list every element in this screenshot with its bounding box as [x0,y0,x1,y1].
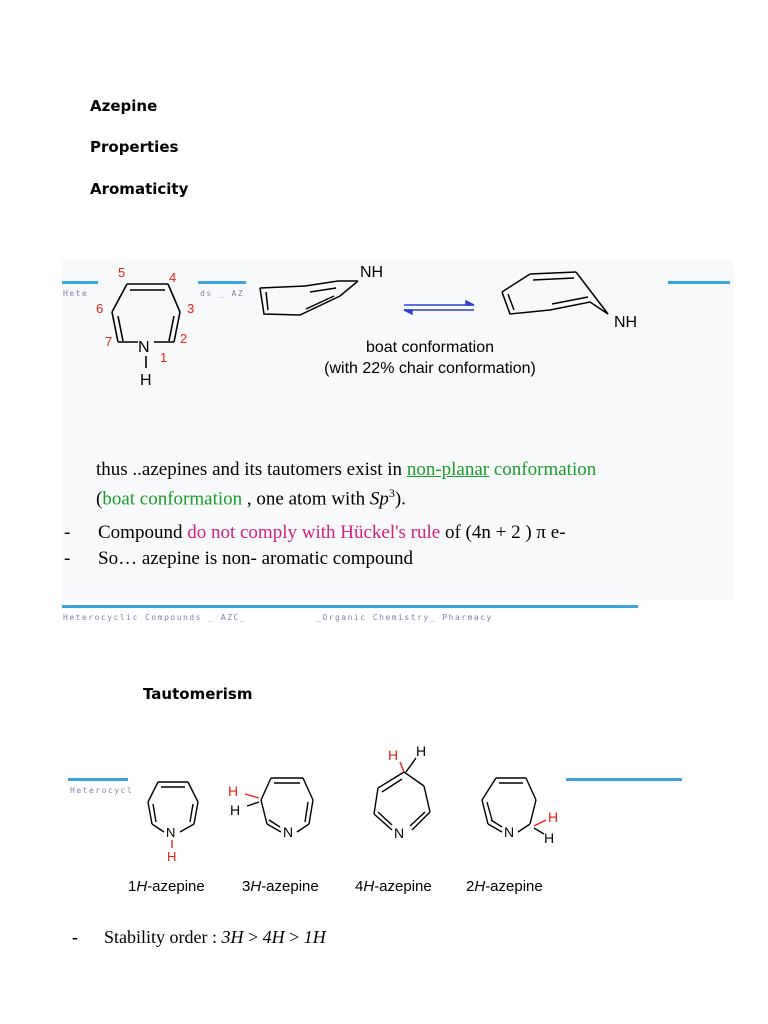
slide2-rule-left [68,778,128,781]
ring-number: 2 [180,331,187,346]
sp-term: Sp [369,488,389,510]
text-segment: So… azepine is non- aromatic compound [98,548,414,569]
stability-item: 3H [221,927,244,947]
hydrogen-label: H [548,809,558,825]
heading-tautomerism: Tautomerism [143,685,253,703]
structure-4h-azepine: H H N [373,743,431,841]
slide-bottom-rule [62,605,638,608]
bullet-dash: - [64,548,71,569]
ring-number: 6 [96,301,103,316]
bullet-nonaromatic: - So… azepine is non- aromatic compound [64,548,413,570]
text-segment: conformation [489,459,597,480]
heading-properties: Properties [90,138,179,156]
sp-superscript: 3 [388,486,395,500]
label-part: -azepine [261,878,319,895]
label-part: -azepine [485,878,543,895]
text-segment: of (4n + 2 ) π e- [440,522,566,543]
stability-item: 1H [303,927,326,947]
label-part: 4 [355,878,364,895]
ring-number: 3 [187,301,194,316]
slide2-rule-right [566,778,682,781]
nitrogen-label: N [394,825,404,841]
label-part: -azepine [147,878,205,895]
slide-top-rule-left [62,281,98,284]
label-part: H [474,878,486,895]
label-part: H [136,878,148,895]
boat-conformation-right: NH [501,271,637,331]
boat-term: boat conformation [102,488,243,510]
slide-footer-partial: Hete [63,289,89,298]
label-part: H [250,878,262,895]
separator: > [284,927,304,947]
label-part: 3 [242,878,251,895]
tautomer-label-2h: 2H-azepine [466,878,543,895]
nitrogen-label: N [504,824,514,840]
huckel-term: do not comply with Hückel's rule [187,522,441,543]
bullet-dash: - [64,522,71,543]
footer-course-left: Heterocyclic Compounds _ AZC_ [63,613,247,622]
ring-number: 5 [118,265,125,280]
structure-1h-azepine: N H [147,781,199,864]
bullet-dash: - [72,927,78,947]
structure-3h-azepine: H H N [228,777,314,840]
tautomer-label-3h: 3H-azepine [242,878,319,895]
hydrogen-label: H [230,802,240,818]
nh-label-bottom: NH [614,314,637,331]
azepine-numbered-structure: N H 1 2 3 4 5 6 7 [96,265,194,389]
text-segment: ). [394,488,406,510]
text-segment: ( [96,488,103,510]
conformation-caption-line2: (with 22% chair conformation) [324,360,536,377]
stability-order: - Stability order : 3H > 4H > 1H [72,927,326,948]
separator: > [243,927,263,947]
label-part: -azepine [374,878,432,895]
slide-footer-mid: ds _ AZ [200,289,245,298]
boat-statement: (boat conformation , one atom with Sp3). [96,486,406,510]
heading-aromaticity: Aromaticity [90,180,189,198]
structure-2h-azepine: N H H [481,777,558,846]
stability-item: 4H [262,927,285,947]
slide2-footer-partial: Heterocycl [70,786,134,795]
slide-top-rule-mid [198,281,246,284]
boat-conformation-left: NH [259,264,383,316]
nh-label-top: NH [360,264,383,281]
hydrogen-label: H [388,747,398,763]
tautomer-label-4h: 4H-azepine [355,878,432,895]
bullet-huckel: - Compound do not comply with Hückel's ru… [64,522,566,544]
nitrogen-label: N [283,824,293,840]
ring-number: 7 [105,334,112,349]
equilibrium-arrows [403,299,475,316]
stability-label: Stability order : [104,927,222,947]
hydrogen-label: H [167,849,176,864]
ring-number: 1 [160,350,167,365]
label-part: 2 [466,878,475,895]
slide-top-rule-right [668,281,730,284]
text-segment: Compound [98,522,188,543]
text-segment: , one atom with [242,488,370,510]
hydrogen-label: H [416,743,426,759]
nitrogen-label: N [166,825,175,840]
label-part: 1 [128,878,137,895]
nonplanar-term: non-planar [406,459,490,480]
ring-hydrogen-label: H [140,372,152,389]
ring-nitrogen-label: N [138,339,150,356]
footer-course-right: _Organic Chemistry_ Pharmacy [316,613,493,622]
hydrogen-label: H [228,783,238,799]
tautomer-label-1h: 1H-azepine [128,878,205,895]
text-segment: thus ..azepines and its tautomers exist … [96,459,407,480]
hydrogen-label: H [544,830,554,846]
nonplanar-statement: thus ..azepines and its tautomers exist … [96,459,596,481]
conformation-caption-line1: boat conformation [365,339,495,356]
label-part: H [363,878,375,895]
heading-azepine: Azepine [90,97,158,115]
ring-number: 4 [169,270,176,285]
